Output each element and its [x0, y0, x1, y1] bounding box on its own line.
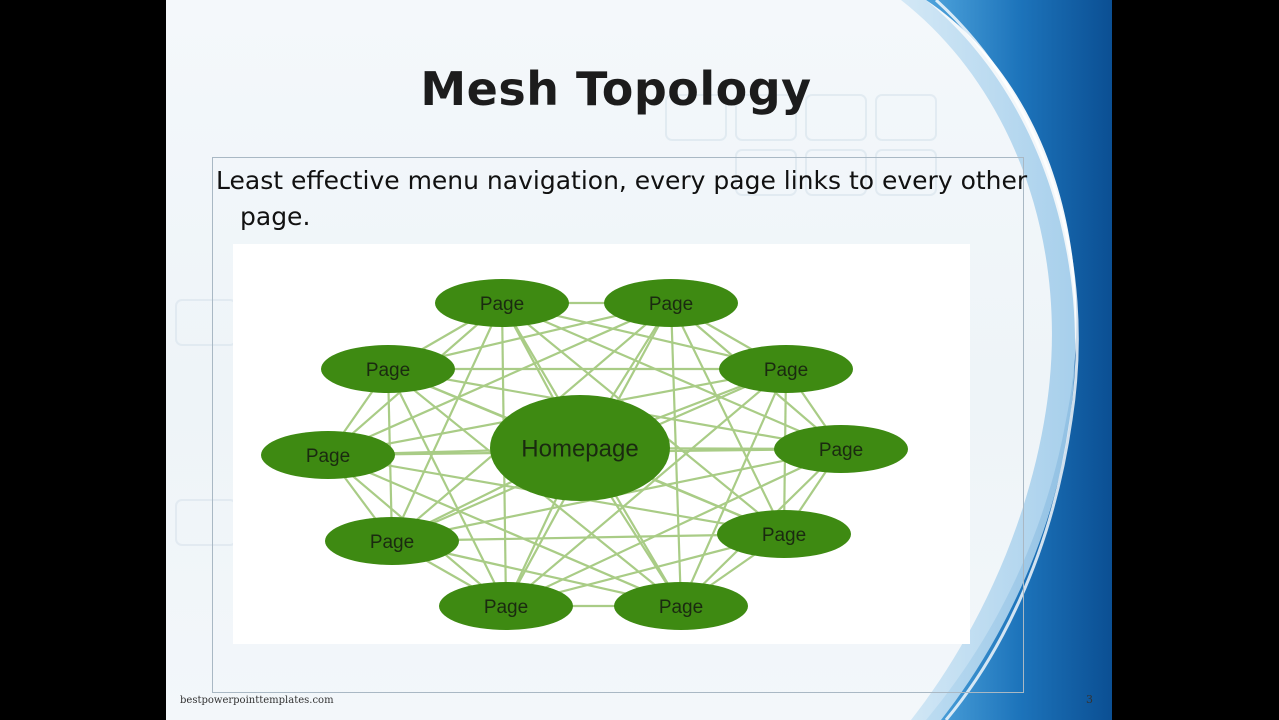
page-node-label: Page [649, 294, 693, 315]
page-node: Page [719, 345, 853, 393]
slide-number: 3 [1086, 693, 1093, 706]
mesh-link [391, 302, 503, 542]
decorative-swoosh [926, 0, 1112, 720]
decorative-wave [901, 0, 1076, 720]
page-node-label: Page [484, 597, 528, 618]
body-text: Least effective menu navigation, every p… [216, 166, 1028, 231]
slide: Mesh Topology Least effective menu navig… [166, 0, 1112, 720]
mesh-link [327, 301, 672, 457]
homepage-node-shape [490, 395, 670, 501]
page-node-shape [774, 425, 908, 473]
page-node: Page [261, 431, 395, 479]
page-node-label: Page [819, 440, 863, 461]
page-node: Page [604, 279, 738, 327]
page-node-shape [604, 279, 738, 327]
page-node: Page [435, 279, 569, 327]
mesh-link [387, 368, 507, 607]
page-node-shape [435, 279, 569, 327]
page-node-shape [325, 517, 459, 565]
page-node: Page [717, 510, 851, 558]
content-frame [212, 157, 1024, 693]
page-node: Page [439, 582, 573, 630]
page-node-shape [717, 510, 851, 558]
slide-title: Mesh Topology [420, 62, 812, 116]
mesh-link [505, 368, 787, 607]
page-node: Page [321, 345, 455, 393]
page-node: Page [614, 582, 748, 630]
mesh-link [669, 302, 683, 607]
page-node-label: Page [370, 532, 414, 553]
page-node-shape [261, 431, 395, 479]
page-node: Page [325, 517, 459, 565]
page-node-label: Page [762, 525, 806, 546]
page-node-label: Page [764, 360, 808, 381]
page-node: Page [774, 425, 908, 473]
homepage-node: Homepage [490, 395, 670, 501]
homepage-node-label: Homepage [521, 436, 638, 463]
page-node-label: Page [659, 597, 703, 618]
page-node-shape [719, 345, 853, 393]
page-node-shape [614, 582, 748, 630]
page-node-label: Page [480, 294, 524, 315]
page-node-label: Page [366, 360, 410, 381]
page-node-shape [321, 345, 455, 393]
mesh-link [327, 453, 682, 608]
mesh-link [679, 368, 788, 607]
page-node-shape [439, 582, 573, 630]
footer-url: bestpowerpointtemplates.com [180, 695, 334, 706]
page-node-label: Page [306, 446, 350, 467]
